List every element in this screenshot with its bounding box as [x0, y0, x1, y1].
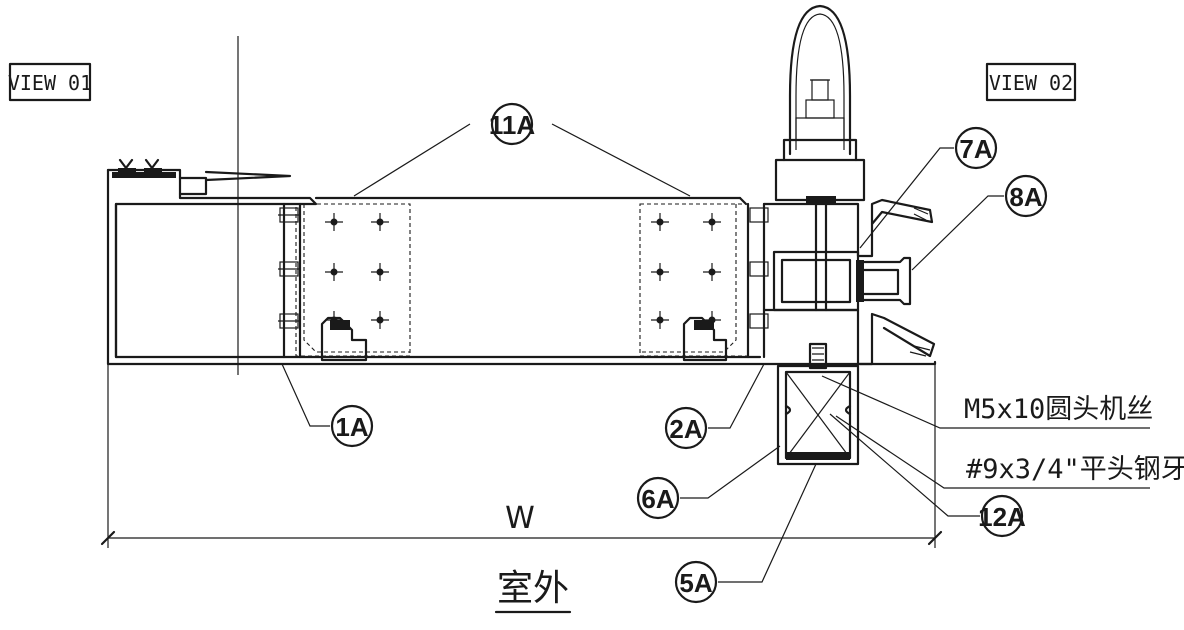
bolt-crosshair — [651, 311, 669, 329]
callout-6a: 6A — [636, 476, 680, 520]
callout-1a: 1A — [330, 404, 374, 448]
mullion-profile — [762, 198, 936, 366]
callout-2a: 2A — [664, 406, 708, 450]
view-01-label: VIEW 01 — [8, 71, 92, 95]
bolt-crosshair — [651, 263, 669, 281]
callout-11a: 11A — [489, 102, 535, 146]
bolt-crosshair — [325, 311, 343, 329]
top-fitting — [774, 4, 866, 312]
bolt-crosshair — [703, 263, 721, 281]
callout-8a-label: 8A — [1009, 182, 1042, 212]
bolt-crosshair — [703, 213, 721, 231]
callout-1a-label: 1A — [335, 412, 368, 442]
view-02-label: VIEW 02 — [989, 71, 1073, 95]
frame-profile — [106, 158, 937, 366]
note-machine-screw: M5x10圆头机丝 — [964, 394, 1153, 425]
view-01-tag: VIEW 01 — [8, 62, 92, 102]
callout-12a: 12A — [978, 494, 1026, 538]
bolt-pattern — [325, 213, 721, 329]
anchor-plate-left — [295, 203, 411, 357]
steel-box — [776, 342, 860, 466]
leader-lines — [281, 123, 1004, 583]
callout-6a-label: 6A — [641, 484, 674, 514]
anchor-plate-right — [639, 203, 749, 357]
callout-7a-label: 7A — [959, 134, 992, 164]
callout-11a-label: 11A — [489, 110, 535, 140]
bolt-crosshair — [651, 213, 669, 231]
callout-7a: 7A — [954, 126, 998, 170]
bolt-crosshair — [703, 311, 721, 329]
bolt-crosshair — [325, 213, 343, 231]
callout-2a-label: 2A — [669, 414, 702, 444]
view-02-tag: VIEW 02 — [985, 62, 1077, 102]
dimension-w: W — [100, 364, 943, 548]
callout-12a-label: 12A — [978, 502, 1026, 532]
bolt-crosshair — [371, 263, 389, 281]
note-self-tapping-screw: #9x3/4"平头钢牙 — [966, 454, 1184, 485]
bolt-crosshair — [371, 213, 389, 231]
dimension-label: W — [505, 501, 535, 536]
callout-5a-label: 5A — [679, 568, 712, 598]
callout-8a: 8A — [1004, 174, 1048, 218]
exterior-label: 室外 — [497, 568, 569, 609]
bolt-crosshair — [371, 311, 389, 329]
bolt-crosshair — [325, 263, 343, 281]
callout-5a: 5A — [674, 560, 718, 604]
